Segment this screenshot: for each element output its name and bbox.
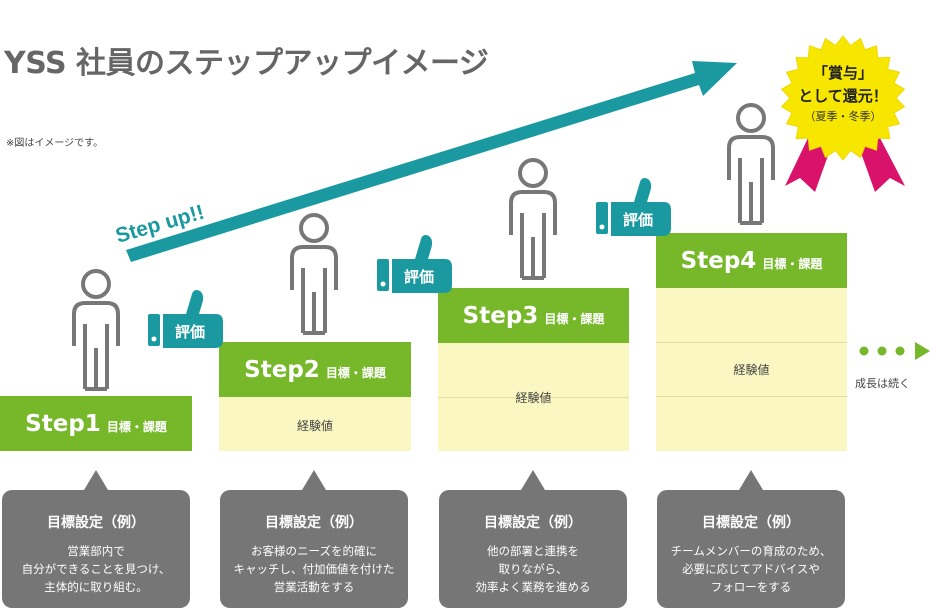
example-bubble-2: 目標設定（例） お客様のニーズを的確にキャッチし、付加価値を付けた営業活動をする (220, 470, 408, 608)
step4-experience-label: 経験値 (733, 363, 770, 377)
continue-dot-1 (859, 346, 869, 356)
reward-line1: 「賞与」 (813, 64, 873, 82)
example-title: 目標設定（例） (47, 515, 145, 531)
step3-name: Step3 (462, 302, 539, 329)
step1-block: Step1 目標・課題 (0, 396, 192, 451)
step3-experience: 経験値 (438, 343, 629, 451)
step3-block: Step3 目標・課題 (438, 288, 629, 343)
svg-text:評価: 評価 (404, 268, 434, 286)
step3-experience-label: 経験値 (515, 391, 552, 405)
step3-header: Step3 目標・課題 (438, 288, 629, 343)
example-bubble-4: 目標設定（例） チームメンバーの育成のため、必要に応じてアドバイスやフォローをす… (657, 470, 845, 608)
step3-sub: 目標・課題 (544, 312, 605, 326)
continue-arrowhead (915, 342, 930, 360)
image-note: ※図はイメージです。 (6, 138, 104, 149)
svg-text:評価: 評価 (175, 323, 205, 341)
seal-shape (780, 35, 906, 161)
reward-line3: （夏季・冬季） (805, 109, 882, 123)
step1-sub: 目標・課題 (106, 420, 167, 434)
example-bubble-3: 目標設定（例） 他の部署と連携を取りながら、効率よく業務を進める (439, 470, 627, 608)
step4-header: Step4 目標・課題 (656, 233, 847, 288)
example-bubble-1: 目標設定（例） 営業部内で自分ができることを見つけ、主体的に取り組む。 (2, 470, 190, 608)
step2-block: Step2 目標・課題 (219, 342, 411, 397)
continue-dot-3 (895, 346, 905, 356)
step2-name: Step2 (244, 356, 320, 383)
ribbon-left (785, 138, 830, 192)
step2-sub: 目標・課題 (325, 366, 386, 380)
example-title: 目標設定（例） (484, 515, 582, 531)
example-body: 営業部内で自分ができることを見つけ、主体的に取り組む。 (21, 544, 171, 594)
example-title: 目標設定（例） (702, 515, 800, 531)
continue-label: 成長は続く (855, 377, 910, 390)
ribbon-right (860, 138, 905, 192)
step2-experience-label: 経験値 (296, 419, 333, 433)
step4-block: Step4 目標・課題 (656, 233, 847, 288)
step4-sub: 目標・課題 (762, 257, 823, 271)
continue-arrow (859, 342, 930, 360)
step2-header: Step2 目標・課題 (219, 342, 411, 397)
page-title: YSS 社員のステップアップイメージ (4, 46, 489, 81)
example-title: 目標設定（例） (265, 515, 363, 531)
thumb-icon-1: 評価 (148, 290, 223, 348)
step4-experience: 経験値 (656, 288, 847, 451)
step4-divider-1 (656, 342, 847, 343)
example-body: 他の部署と連携を取りながら、効率よく業務を進める (475, 544, 591, 594)
reward-line2: として還元！ (798, 87, 888, 105)
thumb-icon-2: 評価 (377, 235, 452, 293)
step4-divider-2 (656, 396, 847, 397)
step-up-arrow-shape (126, 61, 737, 262)
step3-divider (438, 397, 629, 398)
step1-name: Step1 (25, 410, 101, 437)
step2-experience: 経験値 (219, 397, 411, 451)
thumb-icon-3: 評価 (596, 178, 671, 236)
example-body: チームメンバーの育成のため、必要に応じてアドバイスやフォローをする (670, 544, 832, 594)
step1-header: Step1 目標・課題 (0, 396, 192, 451)
svg-text:評価: 評価 (623, 211, 653, 229)
example-body: お客様のニーズを的確にキャッチし、付加価値を付けた営業活動をする (233, 544, 395, 594)
step4-name: Step4 (680, 247, 757, 274)
continue-dot-2 (877, 346, 887, 356)
